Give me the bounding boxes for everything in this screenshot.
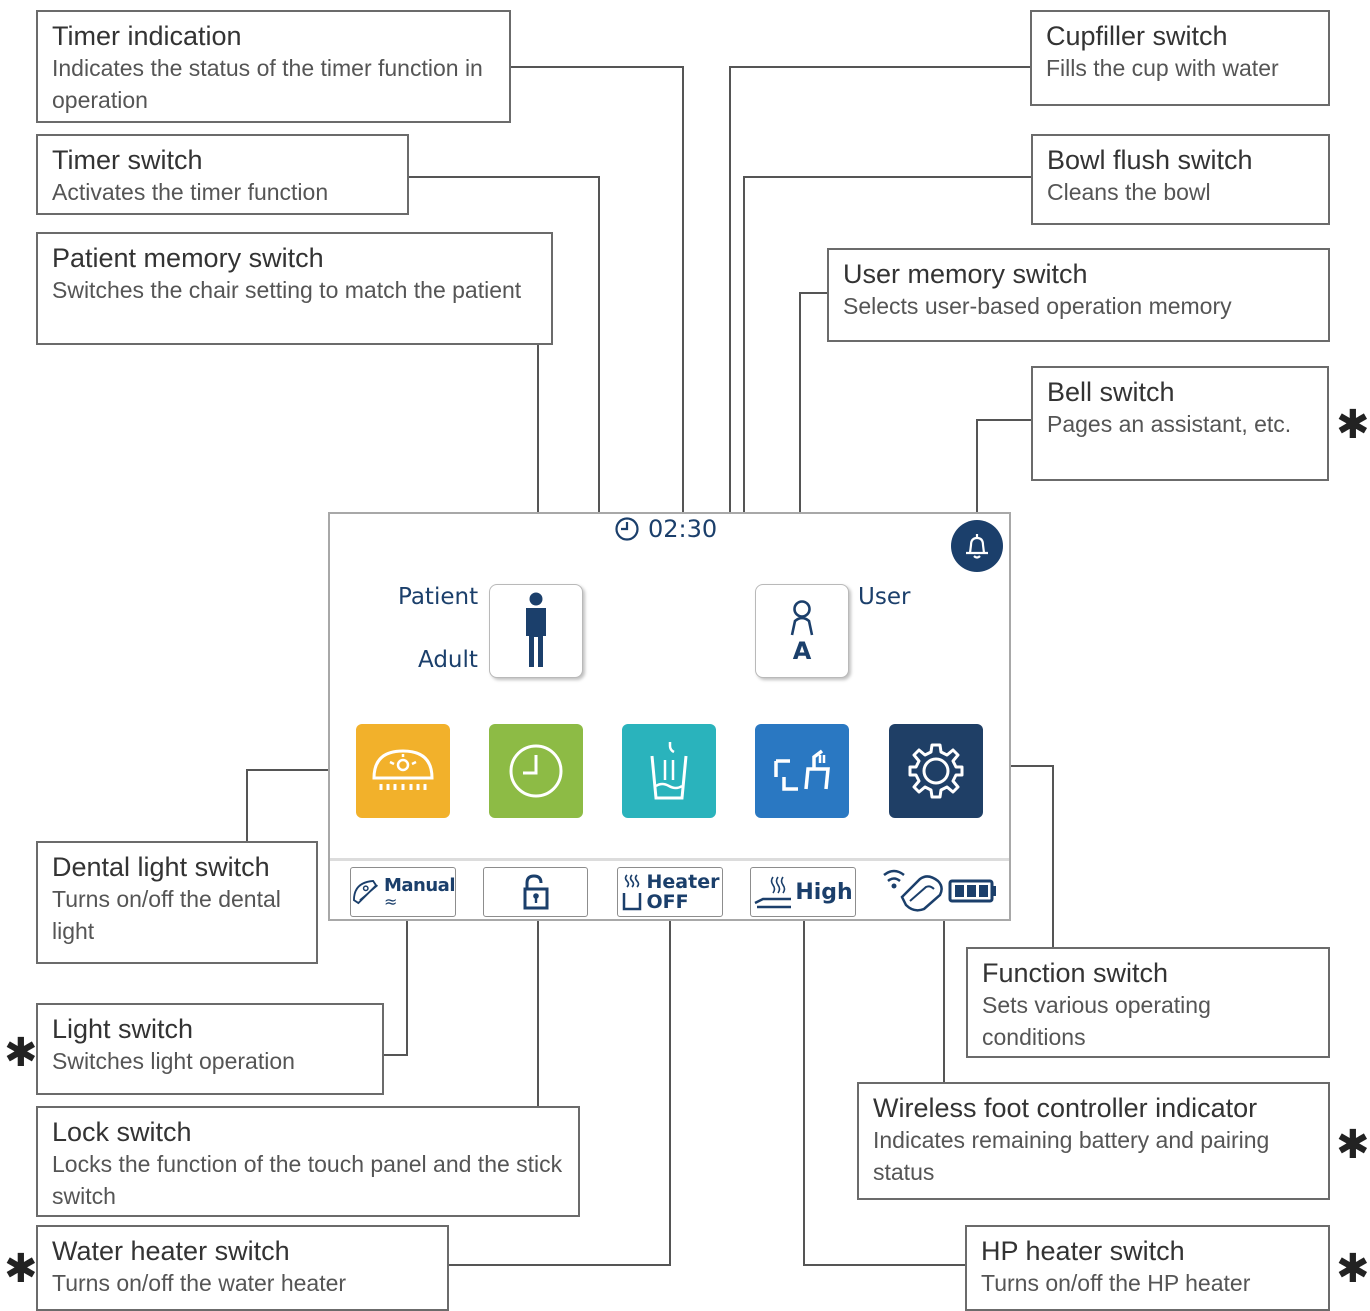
user-value: A bbox=[792, 637, 812, 665]
wireless-foot-controller-icon bbox=[883, 869, 943, 912]
callout-desc: Activates the timer function bbox=[52, 179, 329, 205]
clock-icon bbox=[509, 744, 563, 798]
callout-title: Lock switch bbox=[52, 1117, 192, 1147]
light-mode-value: Manual bbox=[383, 874, 456, 896]
bowl-flush-button[interactable] bbox=[755, 724, 849, 818]
asterisk-wireless: ✱ bbox=[1336, 1122, 1370, 1168]
callout-title: Function switch bbox=[982, 958, 1169, 988]
clock-icon bbox=[615, 517, 639, 541]
callout-desc: Turns on/off the water heater bbox=[52, 1270, 347, 1296]
bowl-flush-icon bbox=[774, 749, 830, 791]
unlock-icon bbox=[523, 874, 548, 910]
callout-title: Cupfiller switch bbox=[1046, 21, 1228, 51]
callout-cupfiller-switch: Cupfiller switch Fills the cup with wate… bbox=[1030, 10, 1330, 106]
callout-user-memory-switch: User memory switch Selects user-based op… bbox=[827, 248, 1330, 342]
callout-desc: Indicates the status of the timer functi… bbox=[52, 55, 483, 113]
callout-title: Wireless foot controller indicator bbox=[873, 1093, 1258, 1123]
callout-title: Light switch bbox=[52, 1014, 194, 1044]
callout-title: User memory switch bbox=[843, 259, 1088, 289]
callout-title: Timer switch bbox=[52, 145, 203, 175]
patient-memory-button[interactable] bbox=[489, 584, 583, 678]
panel-divider bbox=[330, 858, 1009, 861]
water-heater-button[interactable]: Heater OFF bbox=[617, 867, 723, 917]
lock-button[interactable] bbox=[483, 867, 588, 917]
timer-indicator: 02:30 bbox=[614, 512, 717, 546]
callout-water-heater-switch: Water heater switch Turns on/off the wat… bbox=[36, 1225, 449, 1311]
callout-desc: Locks the function of the touch panel an… bbox=[52, 1151, 563, 1209]
wireless-foot-controller-indicator bbox=[880, 865, 1005, 917]
hp-heater-state: High bbox=[795, 879, 853, 905]
cupfiller-button[interactable] bbox=[622, 724, 716, 818]
handpiece-heater-icon bbox=[754, 876, 792, 909]
callout-hp-heater-switch: HP heater switch Turns on/off the HP hea… bbox=[965, 1225, 1330, 1311]
callout-title: Water heater switch bbox=[52, 1236, 290, 1266]
callout-desc: Turns on/off the dental light bbox=[52, 886, 281, 944]
callout-wireless-foot-controller-indicator: Wireless foot controller indicator Indic… bbox=[857, 1082, 1330, 1200]
callout-desc: Pages an assistant, etc. bbox=[1047, 411, 1292, 437]
asterisk-bell: ✱ bbox=[1336, 402, 1370, 448]
dental-light-button[interactable] bbox=[356, 724, 450, 818]
bell-icon bbox=[966, 534, 988, 559]
callout-desc: Cleans the bowl bbox=[1047, 179, 1211, 205]
callout-lock-switch: Lock switch Locks the function of the to… bbox=[36, 1106, 580, 1217]
patient-value: Adult bbox=[418, 647, 478, 673]
function-button[interactable] bbox=[889, 724, 983, 818]
callout-desc: Fills the cup with water bbox=[1046, 55, 1279, 81]
callout-function-switch: Function switch Sets various operating c… bbox=[966, 947, 1330, 1058]
touch-panel bbox=[328, 512, 1011, 921]
callout-bowl-flush-switch: Bowl flush switch Cleans the bowl bbox=[1031, 134, 1330, 225]
hp-heater-button[interactable]: High bbox=[750, 867, 856, 917]
cup-icon bbox=[650, 742, 688, 800]
callout-title: HP heater switch bbox=[981, 1236, 1185, 1266]
user-icon bbox=[790, 600, 814, 636]
timer-button[interactable] bbox=[489, 724, 583, 818]
user-memory-button[interactable]: A bbox=[755, 584, 849, 678]
callout-dental-light-switch: Dental light switch Turns on/off the den… bbox=[36, 841, 318, 964]
callout-desc: Selects user-based operation memory bbox=[843, 293, 1232, 319]
callout-desc: Sets various operating conditions bbox=[982, 992, 1211, 1050]
callout-timer-indication: Timer indication Indicates the status of… bbox=[36, 10, 511, 123]
light-mode-button[interactable]: Manual ≈ bbox=[350, 867, 456, 917]
asterisk-hp-heater: ✱ bbox=[1336, 1246, 1370, 1292]
callout-bell-switch: Bell switch Pages an assistant, etc. bbox=[1031, 366, 1329, 481]
asterisk-water-heater: ✱ bbox=[4, 1246, 38, 1292]
callout-title: Patient memory switch bbox=[52, 243, 324, 273]
person-icon bbox=[526, 592, 546, 667]
callout-desc: Indicates remaining battery and pairing … bbox=[873, 1127, 1270, 1185]
callout-title: Timer indication bbox=[52, 21, 242, 51]
dental-light-icon bbox=[372, 749, 434, 790]
user-label: User bbox=[858, 584, 911, 610]
heater-label: Heater bbox=[646, 871, 720, 893]
light-wave-glyph: ≈ bbox=[383, 891, 398, 911]
callout-light-switch: Light switch Switches light operation bbox=[36, 1003, 384, 1095]
callout-desc: Switches light operation bbox=[52, 1048, 295, 1074]
light-mode-icon bbox=[353, 879, 379, 905]
battery-icon bbox=[948, 879, 996, 903]
callout-title: Bowl flush switch bbox=[1047, 145, 1253, 175]
gear-icon bbox=[908, 743, 964, 799]
heater-state: OFF bbox=[646, 891, 689, 913]
callout-title: Bell switch bbox=[1047, 377, 1175, 407]
callout-timer-switch: Timer switch Activates the timer functio… bbox=[36, 134, 409, 215]
callout-desc: Switches the chair setting to match the … bbox=[52, 277, 522, 303]
patient-label: Patient bbox=[398, 584, 479, 610]
timer-value: 02:30 bbox=[648, 515, 718, 543]
callout-patient-memory-switch: Patient memory switch Switches the chair… bbox=[36, 232, 553, 345]
callout-desc: Turns on/off the HP heater bbox=[981, 1270, 1251, 1296]
callout-title: Dental light switch bbox=[52, 852, 270, 882]
water-heater-icon bbox=[622, 874, 641, 911]
asterisk-light: ✱ bbox=[4, 1030, 38, 1076]
bell-button[interactable] bbox=[951, 520, 1003, 572]
